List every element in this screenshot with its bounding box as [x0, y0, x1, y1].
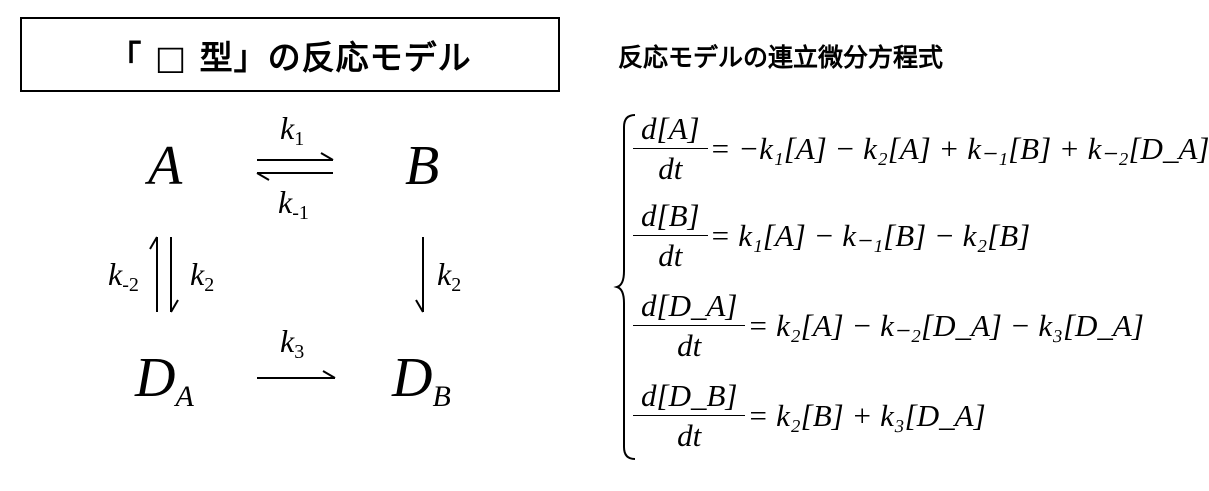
equation-2-rhs: = k₁[A] − k₋₁[B] − k₂[B]	[709, 218, 1031, 253]
equations-title: 反応モデルの連立微分方程式	[618, 43, 944, 72]
equation-1: d[A] dt = −k₁[A] − k₂[A] + k₋₁[B] + k₋₂[…	[633, 111, 1209, 184]
rate-km1-sub: -1	[292, 202, 309, 224]
arrow-b-to-a	[256, 172, 333, 181]
rate-k2-left: k2	[190, 256, 214, 295]
rate-k1-main: k	[280, 110, 295, 146]
rate-k2-right: k2	[437, 256, 461, 295]
rate-km2-main: k	[108, 256, 123, 292]
species-db-sub: B	[432, 380, 451, 413]
rate-k1: k1	[280, 110, 304, 149]
equation-4-denominator: dt	[633, 415, 746, 451]
rate-k2-right-main: k	[437, 256, 452, 292]
model-title-box: 「 □ 型」の反応モデル	[20, 17, 560, 92]
species-da-sub: A	[175, 380, 194, 413]
arrow-da-to-a	[149, 236, 158, 312]
species-db-main: D	[392, 347, 433, 409]
equation-2-numerator: d[B]	[641, 198, 700, 233]
equation-2-denominator: dt	[633, 235, 708, 271]
rate-k3-main: k	[280, 323, 295, 359]
rate-km1: k-1	[278, 184, 309, 223]
equation-3: d[D_A] dt = k₂[A] − k₋₂[D_A] − k₃[D_A]	[633, 288, 1144, 361]
species-da-main: D	[135, 347, 176, 409]
rate-k2-right-sub: 2	[451, 274, 462, 296]
equation-1-rhs: = −k₁[A] − k₂[A] + k₋₁[B] + k₋₂[D_A]	[709, 131, 1209, 166]
model-title: 「 □ 型」の反応モデル	[108, 37, 472, 77]
arrow-a-to-b	[257, 152, 334, 161]
equation-1-numerator: d[A]	[641, 111, 700, 146]
rate-k3-sub: 3	[294, 341, 305, 363]
equation-2: d[B] dt = k₁[A] − k₋₁[B] − k₂[B]	[633, 198, 1031, 271]
arrow-b-to-db	[415, 237, 424, 313]
species-db: DB	[392, 347, 451, 412]
rate-km1-main: k	[278, 184, 293, 220]
rate-k2-left-main: k	[190, 256, 205, 292]
equation-4-fraction: d[D_B] dt	[633, 378, 746, 451]
equation-4: d[D_B] dt = k₂[B] + k₃[D_A]	[633, 378, 986, 451]
equation-3-fraction: d[D_A] dt	[633, 288, 746, 361]
equation-3-rhs: = k₂[A] − k₋₂[D_A] − k₃[D_A]	[747, 308, 1144, 343]
species-b: B	[405, 135, 440, 197]
rate-km2: k-2	[108, 256, 139, 295]
equation-4-numerator: d[D_B]	[641, 378, 738, 413]
equation-1-fraction: d[A] dt	[633, 111, 708, 184]
equation-2-fraction: d[B] dt	[633, 198, 708, 271]
system-brace	[613, 114, 636, 460]
rate-km2-sub: -2	[122, 274, 139, 296]
equation-3-numerator: d[D_A]	[641, 288, 738, 323]
species-da: DA	[135, 347, 194, 412]
rate-k3: k3	[280, 323, 304, 362]
arrow-da-to-db	[257, 370, 336, 379]
equation-4-rhs: = k₂[B] + k₃[D_A]	[747, 398, 986, 433]
species-a: A	[148, 135, 183, 197]
rate-k1-sub: 1	[294, 128, 305, 150]
equation-1-denominator: dt	[633, 148, 708, 184]
reaction-arrows	[149, 152, 424, 379]
rate-k2-left-sub: 2	[204, 274, 215, 296]
arrow-a-to-da	[170, 237, 179, 313]
equation-3-denominator: dt	[633, 325, 746, 361]
